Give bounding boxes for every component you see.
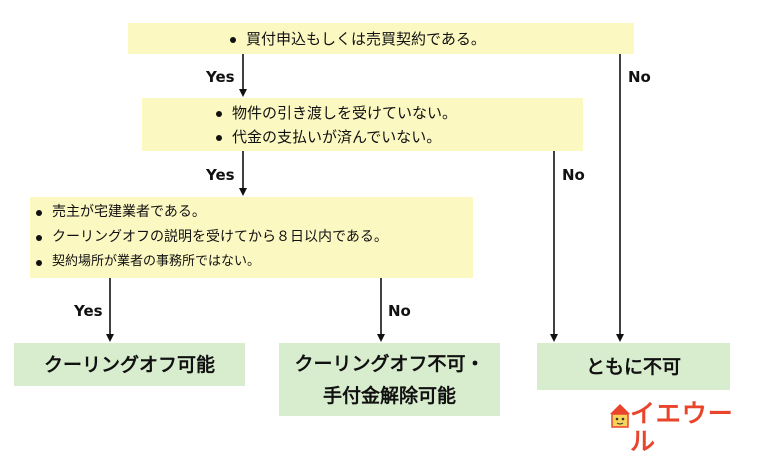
- yes-label-1: Yes: [206, 68, 235, 86]
- condition-box-1: 買付申込もしくは売買契約である。: [128, 23, 634, 54]
- yes-label-2: Yes: [206, 166, 235, 184]
- condition-2-item-1: 物件の引き渡しを受けていない。: [215, 101, 457, 125]
- house-icon: [610, 404, 630, 428]
- result-box-deposit-cancellation: クーリングオフ不可・ 手付金解除可能: [279, 343, 500, 416]
- connector-lines: [106, 54, 624, 342]
- condition-box-2: 物件の引き渡しを受けていない。 代金の支払いが済んでいない。: [142, 98, 583, 151]
- condition-box-3: 売主が宅建業者である。 クーリングオフの説明を受けてから８日以内である。 契約場…: [30, 197, 473, 278]
- yes-label-3: Yes: [74, 302, 103, 320]
- condition-2-item-2: 代金の支払いが済んでいない。: [215, 125, 441, 149]
- result-2-line-1: クーリングオフ不可・: [294, 352, 485, 375]
- condition-3-item-2: クーリングオフの説明を受けてから８日以内である。: [36, 225, 388, 249]
- condition-3-item-3: 契約場所が業者の事務所ではない。: [35, 250, 260, 274]
- no-label-3: No: [388, 302, 411, 320]
- condition-1-item: 買付申込もしくは売買契約である。: [230, 27, 486, 51]
- result-box-both-impossible: ともに不可: [537, 343, 730, 390]
- no-label-1: No: [628, 68, 651, 86]
- no-label-2: No: [562, 166, 585, 184]
- logo-text: イエウール: [630, 399, 734, 456]
- result-box-cooling-off-possible: クーリングオフ可能: [14, 343, 245, 386]
- condition-3-item-1: 売主が宅建業者である。: [36, 200, 206, 224]
- ieul-logo: イエウール: [608, 398, 758, 456]
- result-2-line-2: 手付金解除可能: [322, 384, 456, 407]
- result-1-text: クーリングオフ可能: [43, 353, 215, 376]
- result-3-text: ともに不可: [585, 355, 681, 378]
